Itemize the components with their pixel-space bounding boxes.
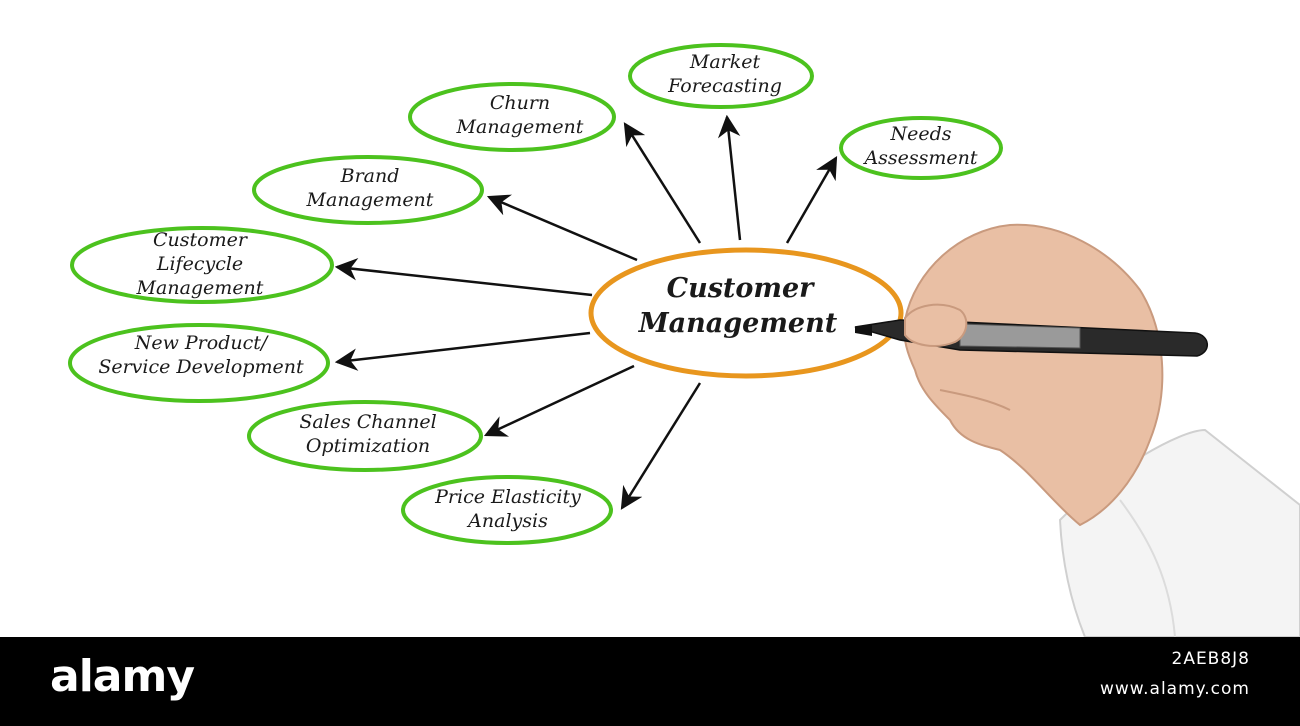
node-outline [839, 116, 1003, 180]
node-label-line: Sales Channel [299, 411, 436, 433]
node-market-forecasting: Market Forecasting [628, 43, 814, 109]
node-outline [68, 323, 330, 403]
center-node-customer-management: Customer Management [588, 247, 904, 379]
node-outline [247, 400, 483, 472]
arrow-to-sales-channel [483, 364, 635, 437]
arrow-to-needs-assessment [785, 156, 838, 244]
node-label-line: Market [689, 51, 761, 73]
arrow-to-price-elasticity [620, 382, 702, 510]
arrow-to-customer-lifecycle [334, 258, 593, 297]
node-outline [401, 475, 613, 545]
node-churn-management: Churn Management [408, 82, 616, 152]
node-outline [252, 155, 484, 225]
node-sales-channel-optimization: Sales Channel Optimization [247, 400, 483, 472]
node-outline [70, 226, 334, 304]
arrow-to-new-product [334, 331, 591, 371]
mind-map: Market Forecasting Churn Management Need… [68, 43, 1300, 637]
hand [903, 223, 1164, 527]
diagram-stage: Market Forecasting Churn Management Need… [68, 43, 1300, 637]
watermark-url: www.alamy.com [1099, 679, 1250, 699]
arrow-to-market-forecasting [717, 114, 742, 241]
arrow-to-brand-management [486, 194, 638, 262]
watermark-image-id: 2AEB8J8 [1171, 649, 1250, 669]
node-label-line: Needs [889, 123, 951, 145]
node-customer-lifecycle-management: Customer Lifecycle Management [70, 226, 334, 304]
watermark-bar: alamy 2AEB8J8 www.alamy.com [0, 637, 1300, 726]
node-needs-assessment: Needs Assessment [839, 116, 1003, 180]
watermark-brand: alamy [50, 651, 195, 702]
node-label-line: Service Development [98, 356, 304, 378]
node-label-line: Forecasting [667, 75, 782, 97]
node-price-elasticity-analysis: Price Elasticity Analysis [401, 475, 613, 545]
center-label-line: Management [638, 308, 838, 339]
node-label-line: Analysis [466, 510, 548, 532]
node-label-line: New Product/ [134, 332, 269, 354]
node-label-line: Customer [153, 229, 249, 251]
node-new-product-service-development: New Product/ Service Development [68, 323, 330, 403]
arrows [334, 114, 838, 510]
node-label-line: Price Elasticity [434, 486, 581, 508]
node-label-line: Management [456, 116, 584, 138]
node-label-line: Assessment [862, 147, 977, 169]
node-brand-management: Brand Management [252, 155, 484, 225]
center-label-line: Customer [667, 273, 816, 304]
hand-with-marker [854, 223, 1300, 637]
node-label-line: Management [306, 189, 434, 211]
node-label-line: Brand [340, 165, 400, 187]
node-outline [628, 43, 814, 109]
node-label-line: Lifecycle [156, 253, 243, 275]
node-label-line: Management [136, 277, 264, 299]
node-outline [408, 82, 616, 152]
node-label-line: Optimization [306, 435, 430, 457]
center-outline [588, 247, 904, 379]
arrow-to-churn-management [623, 122, 702, 244]
node-label-line: Churn [490, 92, 550, 114]
